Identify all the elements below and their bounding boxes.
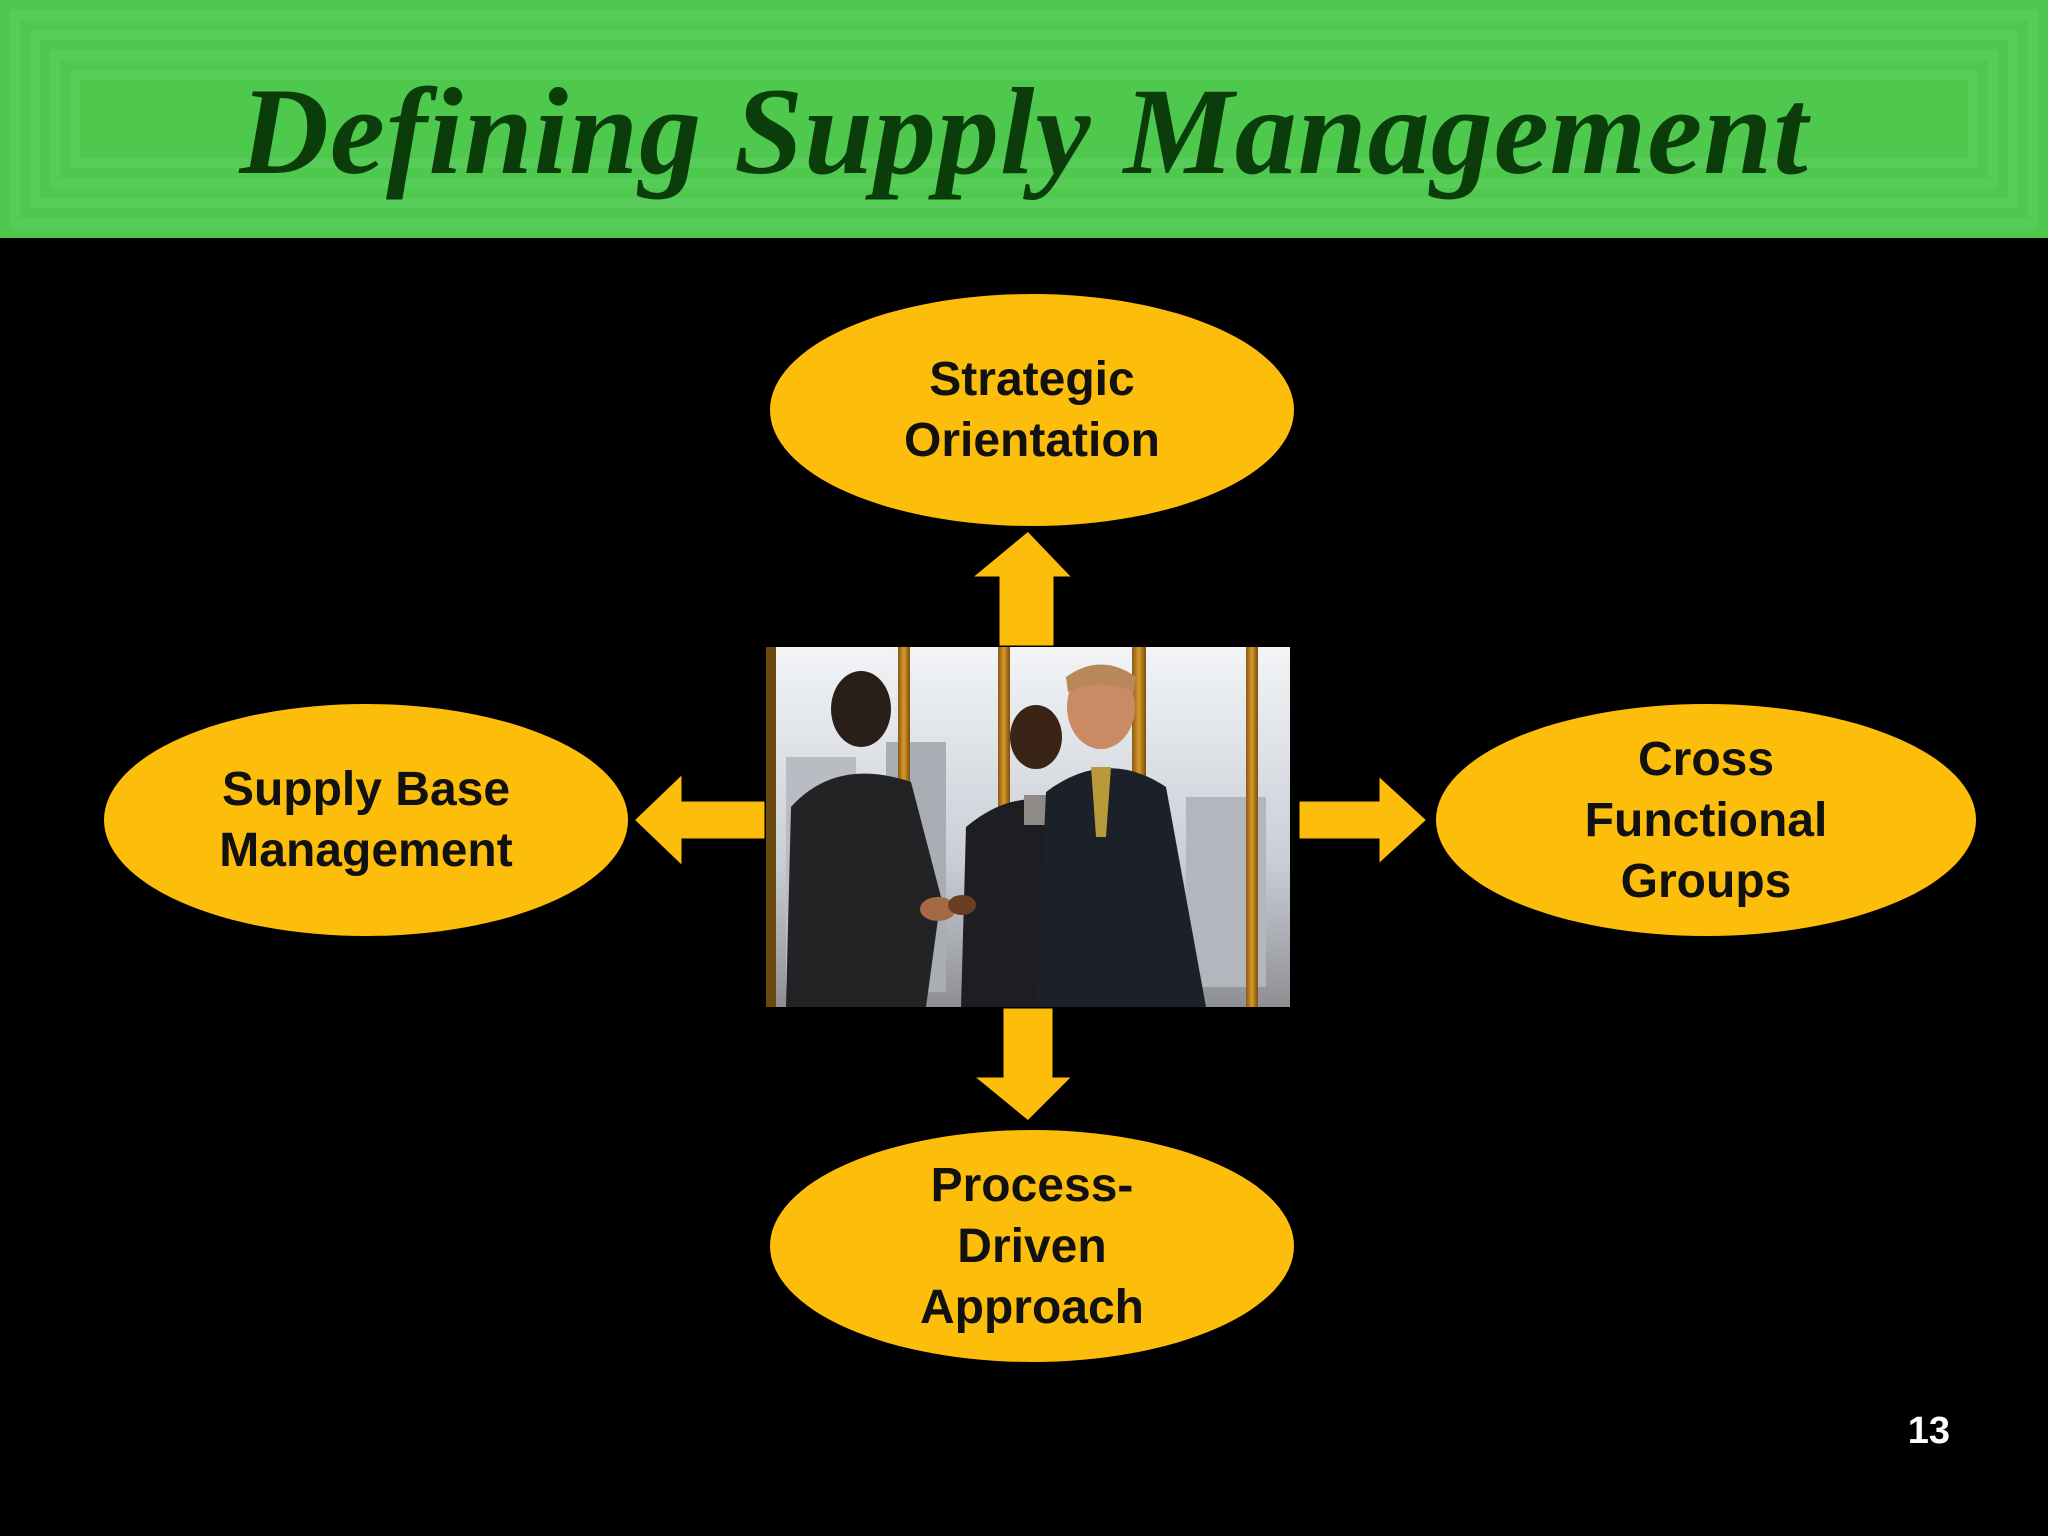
- title-band: Defining Supply Management: [0, 0, 2048, 238]
- node-process-driven-approach: [770, 1130, 1294, 1362]
- arrow-up-icon: [965, 527, 1078, 649]
- node-label-strategic-orientation: Strategic Orientation: [903, 353, 1160, 467]
- node-label-cross-functional-groups: Cross Functional Groups: [1584, 732, 1828, 908]
- title-band-frame: [10, 10, 2038, 228]
- arrow-right-icon: [1296, 770, 1431, 870]
- title-band-frame: [30, 30, 2018, 208]
- arrow-down-icon: [967, 1005, 1078, 1125]
- slide-page-number: 13: [1907, 1410, 1950, 1452]
- node-label-process-driven-approach: Process- Driven Approach: [919, 1158, 1144, 1334]
- node-supply-base-management: [104, 704, 628, 936]
- slide-title: Defining Supply Management: [239, 63, 1809, 200]
- node-strategic-orientation: [770, 294, 1294, 526]
- title-band-frame: [50, 50, 1998, 188]
- node-label-supply-base-management: Supply Base Management: [219, 763, 513, 877]
- node-cross-functional-groups: [1436, 704, 1976, 936]
- title-band-frame: [70, 70, 1978, 168]
- business-handshake-photo: [766, 647, 1290, 1007]
- photo-illustration: [766, 647, 1290, 1007]
- arrow-left-icon: [630, 768, 768, 872]
